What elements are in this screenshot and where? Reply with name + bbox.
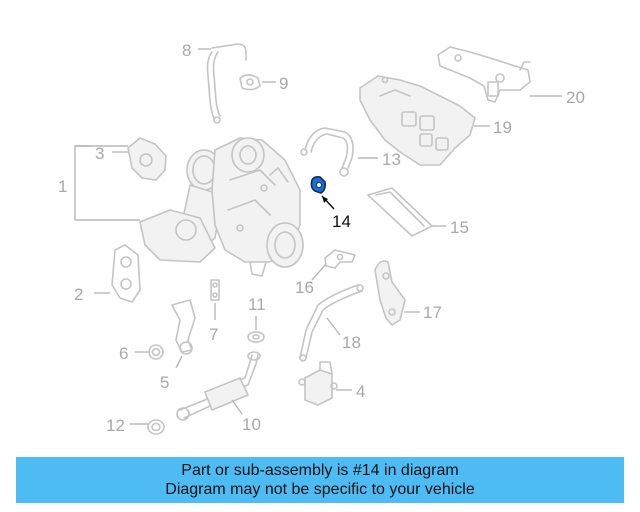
- callout-18: 18: [342, 333, 361, 352]
- part-19-heat-shield: [359, 75, 476, 166]
- callout-20: 20: [566, 88, 585, 107]
- part-5-pipe: [171, 299, 196, 355]
- part-12-seal: [147, 419, 165, 435]
- part-2-gasket: [111, 244, 141, 303]
- callout-6: 6: [119, 344, 128, 363]
- part-17-bracket: [374, 260, 406, 326]
- turbocharger-assembly: [139, 137, 304, 277]
- callout-12: 12: [106, 416, 125, 435]
- callout-11: 11: [248, 295, 266, 314]
- callout-4: 4: [356, 382, 365, 401]
- part-3-actuator: [127, 137, 167, 181]
- part-7-bolt: [210, 279, 220, 301]
- part-11-washer: [247, 331, 265, 343]
- part-20-heat-shield: [437, 46, 531, 103]
- part-9-gasket: [239, 74, 261, 91]
- callout-9: 9: [279, 74, 288, 93]
- part-18-strut: [299, 284, 364, 362]
- part-8-pipe: [206, 43, 247, 124]
- callout-16: 16: [295, 278, 314, 297]
- part-4-valve: [298, 361, 338, 406]
- info-banner: Part or sub-assembly is #14 in diagram D…: [16, 457, 624, 503]
- callout-8: 8: [182, 41, 191, 60]
- callout-2: 2: [74, 285, 83, 304]
- callout-17: 17: [423, 303, 442, 322]
- callout-10: 10: [242, 415, 261, 434]
- callout-7: 7: [209, 325, 218, 344]
- callout-14: 14: [332, 212, 351, 231]
- callout-15: 15: [450, 218, 469, 237]
- part-14-highlighted: [310, 176, 326, 194]
- callout-13: 13: [382, 150, 401, 169]
- callout-1: 1: [58, 177, 67, 196]
- callout-19: 19: [493, 118, 512, 137]
- part-13-oil-line: [300, 127, 354, 177]
- banner-line-1: Part or sub-assembly is #14 in diagram: [181, 462, 459, 479]
- part-10-pipe: [176, 351, 261, 421]
- part-6-seal: [148, 344, 164, 360]
- callout-5: 5: [160, 373, 169, 392]
- parts-diagram: 8 9 20 19 13 3: [58, 41, 585, 435]
- callout-3: 3: [95, 144, 104, 163]
- part-16-bracket: [324, 249, 356, 269]
- part-15-strip: [367, 187, 433, 237]
- banner-line-2: Diagram may not be specific to your vehi…: [165, 481, 475, 498]
